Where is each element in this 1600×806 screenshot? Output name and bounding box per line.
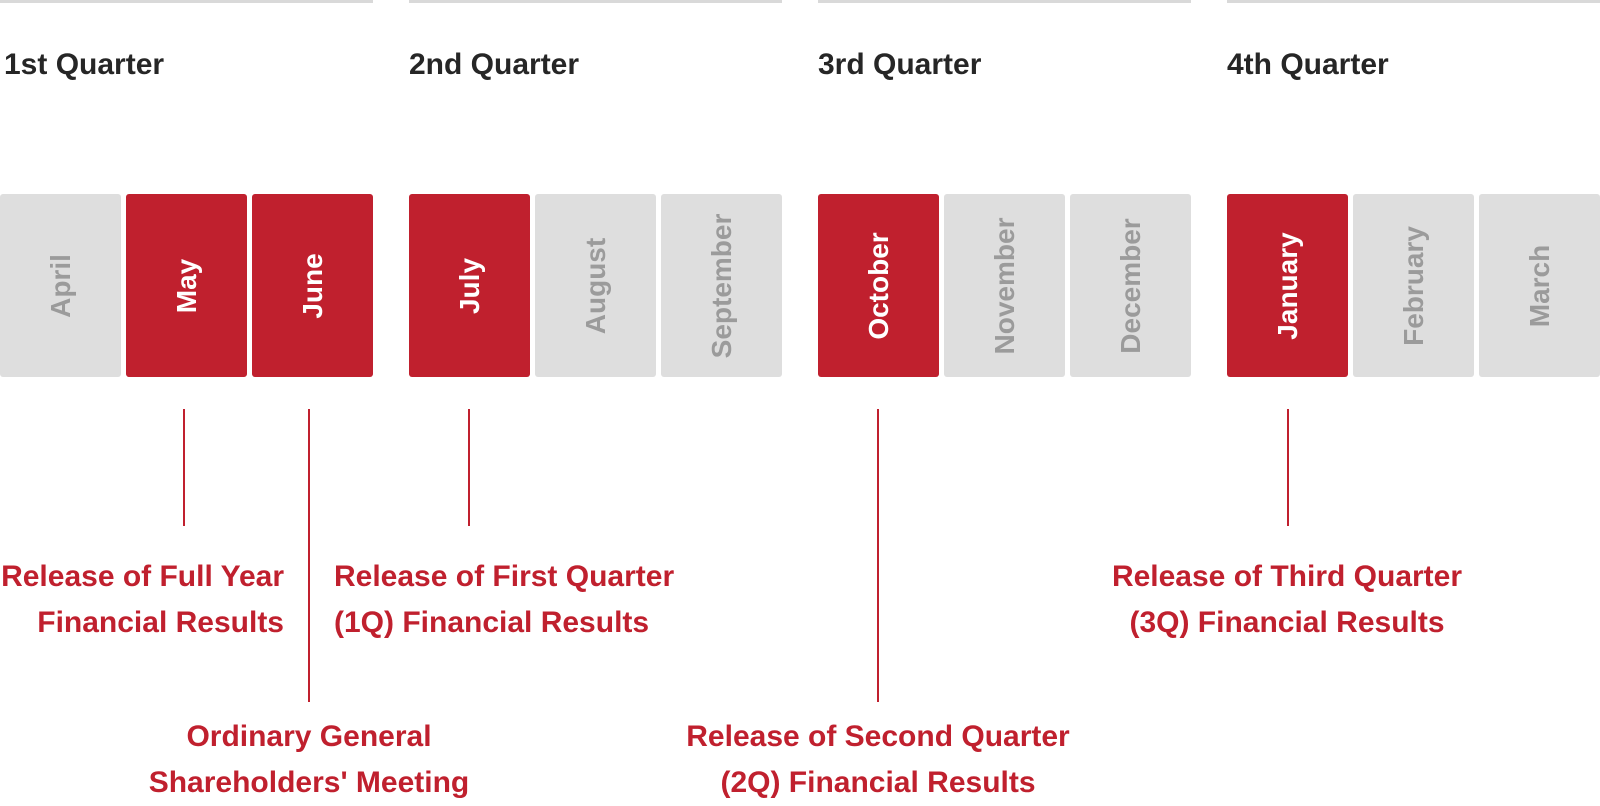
event-line: Release of Third Quarter — [1111, 560, 1463, 593]
month-july: July — [409, 194, 530, 377]
event-line: Shareholders' Meeting — [148, 766, 470, 799]
event-line: Release of Full Year — [1, 560, 284, 593]
month-label: May — [170, 258, 202, 313]
month-label: July — [453, 257, 485, 314]
month-label: February — [1397, 225, 1429, 346]
month-label: March — [1523, 244, 1555, 327]
month-march: March — [1479, 194, 1600, 377]
quarter-4-rule — [1227, 0, 1600, 3]
event-full-year-results: Release of Full Year Financial Results — [1, 554, 284, 646]
event-line: Ordinary General — [186, 720, 432, 753]
month-october: October — [818, 194, 939, 377]
month-june: June — [252, 194, 373, 377]
month-label: April — [44, 253, 76, 318]
month-label: August — [579, 237, 611, 334]
quarter-3-rule — [818, 0, 1191, 3]
month-label: October — [862, 231, 894, 340]
quarter-1-rule — [0, 0, 373, 3]
connector-january — [1287, 409, 1289, 526]
event-line: Release of First Quarter — [334, 560, 675, 593]
connector-july — [468, 409, 470, 526]
event-first-quarter-results: Release of First Quarter (1Q) Financial … — [334, 554, 674, 646]
event-shareholders-meeting: Ordinary General Shareholders' Meeting — [109, 714, 509, 806]
quarter-1-title: 1st Quarter — [4, 48, 165, 81]
quarter-2-rule — [409, 0, 782, 3]
month-january: January — [1227, 194, 1348, 377]
quarter-2-title: 2nd Quarter — [409, 48, 580, 81]
month-december: December — [1070, 194, 1191, 377]
event-line: Release of Second Quarter — [686, 720, 1070, 753]
connector-june — [308, 409, 310, 702]
quarter-3-title: 3rd Quarter — [818, 48, 982, 81]
month-label: June — [296, 252, 328, 319]
connector-october — [877, 409, 879, 702]
month-february: February — [1353, 194, 1474, 377]
event-line: (3Q) Financial Results — [1129, 606, 1445, 639]
month-april: April — [0, 194, 121, 377]
event-line: Financial Results — [37, 606, 284, 639]
month-label: November — [988, 217, 1020, 354]
event-line: (2Q) Financial Results — [720, 766, 1036, 799]
quarter-4-title: 4th Quarter — [1227, 48, 1389, 81]
connector-may — [183, 409, 185, 526]
month-label: September — [705, 213, 737, 358]
month-may: May — [126, 194, 247, 377]
event-third-quarter-results: Release of Third Quarter (3Q) Financial … — [1087, 554, 1487, 646]
month-september: September — [661, 194, 782, 377]
month-november: November — [944, 194, 1065, 377]
event-second-quarter-results: Release of Second Quarter (2Q) Financial… — [653, 714, 1103, 806]
event-line: (1Q) Financial Results — [334, 606, 650, 639]
month-label: December — [1114, 217, 1146, 354]
month-august: August — [535, 194, 656, 377]
month-label: January — [1271, 231, 1303, 340]
